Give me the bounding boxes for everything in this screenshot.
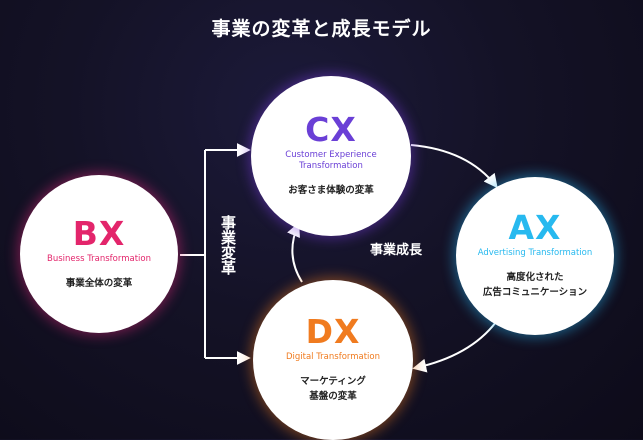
arrow-ax-to-dx	[412, 321, 497, 373]
cx-english-line2: Transformation	[299, 161, 363, 172]
ax-node: AX Advertising Transformation 高度化された 広告コ…	[456, 177, 614, 335]
ax-abbreviation: AX	[508, 208, 562, 248]
dx-japanese-line1: マーケティング	[300, 376, 366, 388]
dx-english-name: Digital Transformation	[285, 352, 381, 363]
dx-node: DX Digital Transformation マーケティング 基盤の変革	[253, 280, 413, 440]
ax-english-name: Advertising Transformation	[477, 248, 593, 259]
cx-node: CX Customer Experience Transformation お客…	[251, 76, 411, 236]
cx-english-name: Customer Experience Transformation	[285, 150, 376, 172]
bx-english-name: Business Transformation	[47, 253, 151, 264]
dx-japanese-line2: 基盤の変革	[309, 391, 357, 403]
bx-japanese-name: 事業全体の変革	[65, 277, 133, 289]
dx-japanese-name: マーケティング 基盤の変革	[300, 375, 366, 404]
page-title: 事業の変革と成長モデル	[211, 18, 432, 40]
bx-node: BX Business Transformation 事業全体の変革	[20, 175, 178, 333]
ax-japanese-name: 高度化された 広告コミュニケーション	[483, 271, 587, 300]
ax-japanese-line1: 高度化された	[506, 272, 564, 284]
ax-japanese-line2: 広告コミュニケーション	[482, 287, 588, 299]
business-growth-label: 事業成長	[370, 243, 423, 258]
cx-abbreviation: CX	[305, 110, 357, 150]
cx-japanese-name: お客さま体験の変革	[288, 185, 374, 197]
business-transformation-label: 事業変革	[219, 215, 237, 275]
bx-abbreviation: BX	[72, 213, 126, 253]
arrow-dx-to-cx	[287, 222, 303, 283]
dx-abbreviation: DX	[305, 312, 361, 352]
arrow-cx-to-ax	[410, 144, 498, 189]
cx-english-line1: Customer Experience	[285, 150, 377, 161]
